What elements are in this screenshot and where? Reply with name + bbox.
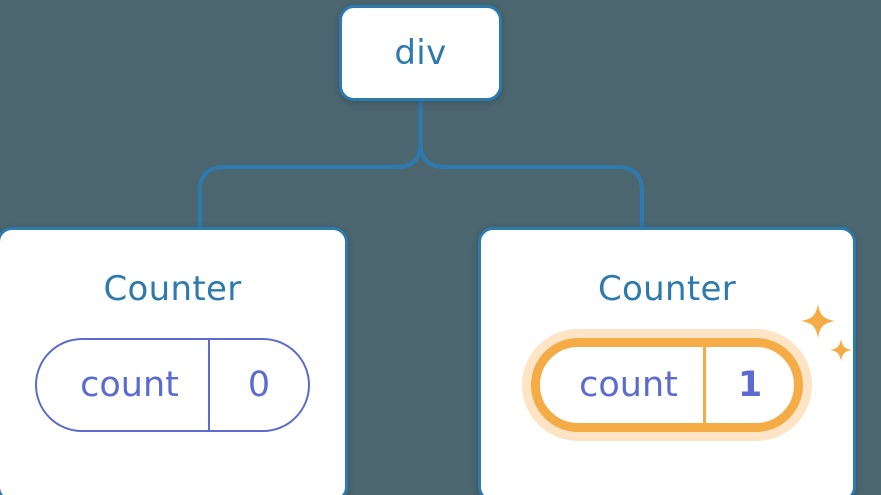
state-key-label: count bbox=[37, 340, 210, 430]
sparkle-small-icon bbox=[830, 339, 852, 361]
state-value-label: 1 bbox=[737, 364, 763, 405]
counter-right-state-wrap: count 1 bbox=[531, 304, 852, 432]
node-div-label: div bbox=[394, 33, 447, 73]
state-pill-count-left[interactable]: count 0 bbox=[35, 338, 310, 432]
counter-left-state-wrap: count 0 bbox=[35, 338, 310, 432]
node-counter-right[interactable]: Counter count 1 bbox=[478, 227, 856, 495]
sparkle-large-icon bbox=[801, 304, 835, 338]
counter-right-title: Counter bbox=[598, 269, 736, 309]
node-div[interactable]: div bbox=[339, 5, 502, 101]
state-value-label: 0 bbox=[247, 364, 271, 405]
state-key-label: count bbox=[540, 347, 706, 423]
sparkle-group bbox=[801, 304, 852, 361]
state-pill-count-right[interactable]: count 1 bbox=[531, 338, 803, 432]
node-counter-left[interactable]: Counter count 0 bbox=[0, 227, 348, 495]
counter-left-title: Counter bbox=[103, 269, 242, 309]
